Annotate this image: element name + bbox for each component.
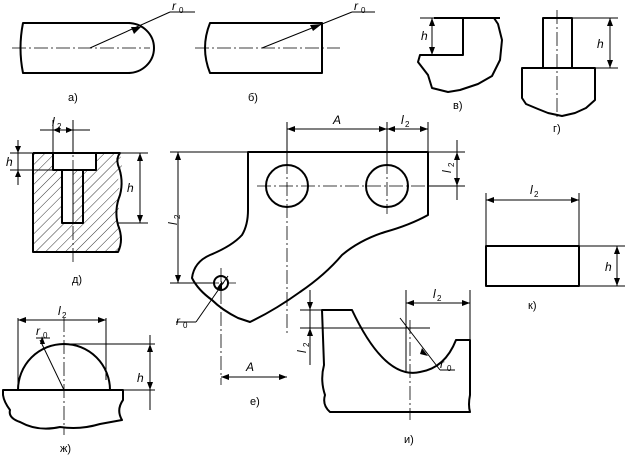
caption-k: к) [528,300,536,312]
dimension-label: l [52,115,55,129]
dimension-label: 0 [361,6,366,15]
dimension-label: 0 [179,6,184,15]
dimension-label: h [421,29,428,43]
dimension-label: 0 [183,321,188,330]
dimension-label: r [176,314,181,328]
dimension-label: l [58,304,61,318]
dimension-label: 2 [173,214,182,219]
dimension-label: l [530,183,533,197]
caption-b: б) [248,92,258,104]
caption-zh: ж) [60,443,71,455]
dimension-label: l [440,170,454,173]
dimension-label: l [433,287,436,301]
dimension-label: h [137,371,144,385]
dimension-label: 2 [57,122,62,131]
dimension-label: r [36,324,41,338]
figure-a: r 0 а) [12,0,195,104]
dimension-label: 2 [447,162,456,167]
caption-g: г) [553,123,561,135]
dimension-label: 2 [405,120,410,129]
figure-zh: l 2 r 0 h ж) [2,304,155,455]
dimension-label: h [127,181,134,195]
figure-e: A l 2 l 2 l 2 A r 0 е) [166,113,465,408]
dimension-label: r [440,357,445,371]
figure-b: r 0 б) [195,0,375,104]
dimension-label: r [354,0,359,13]
dimension-label: 2 [437,294,442,303]
dimension-label: 0 [447,364,452,373]
dimension-label: l [166,222,180,225]
caption-v: в) [453,100,463,112]
dimension-label: 2 [62,311,67,320]
dimension-label: A [332,113,341,127]
figure-i: l 2 l 2 r 0 и) [295,287,471,446]
dimension-label: h [597,37,604,51]
dimension-label: A [245,360,254,374]
figure-k: l 2 h к) [485,183,625,312]
dimension-label: 2 [534,190,539,199]
figure-g: h г) [521,10,618,135]
caption-i: и) [404,434,414,446]
dimension-label: l [401,113,404,127]
figure-d: l 2 h h д) [6,115,148,286]
caption-e: е) [250,396,260,408]
figure-v: h в) [417,17,503,112]
dimension-label: 0 [43,331,48,340]
dimension-label: h [605,260,612,274]
dimension-label: l [295,350,309,353]
caption-a: а) [68,92,78,104]
dimension-label: 2 [302,342,311,347]
caption-d: д) [72,274,82,286]
dimension-label: h [6,155,13,169]
dimension-label: r [172,0,177,13]
